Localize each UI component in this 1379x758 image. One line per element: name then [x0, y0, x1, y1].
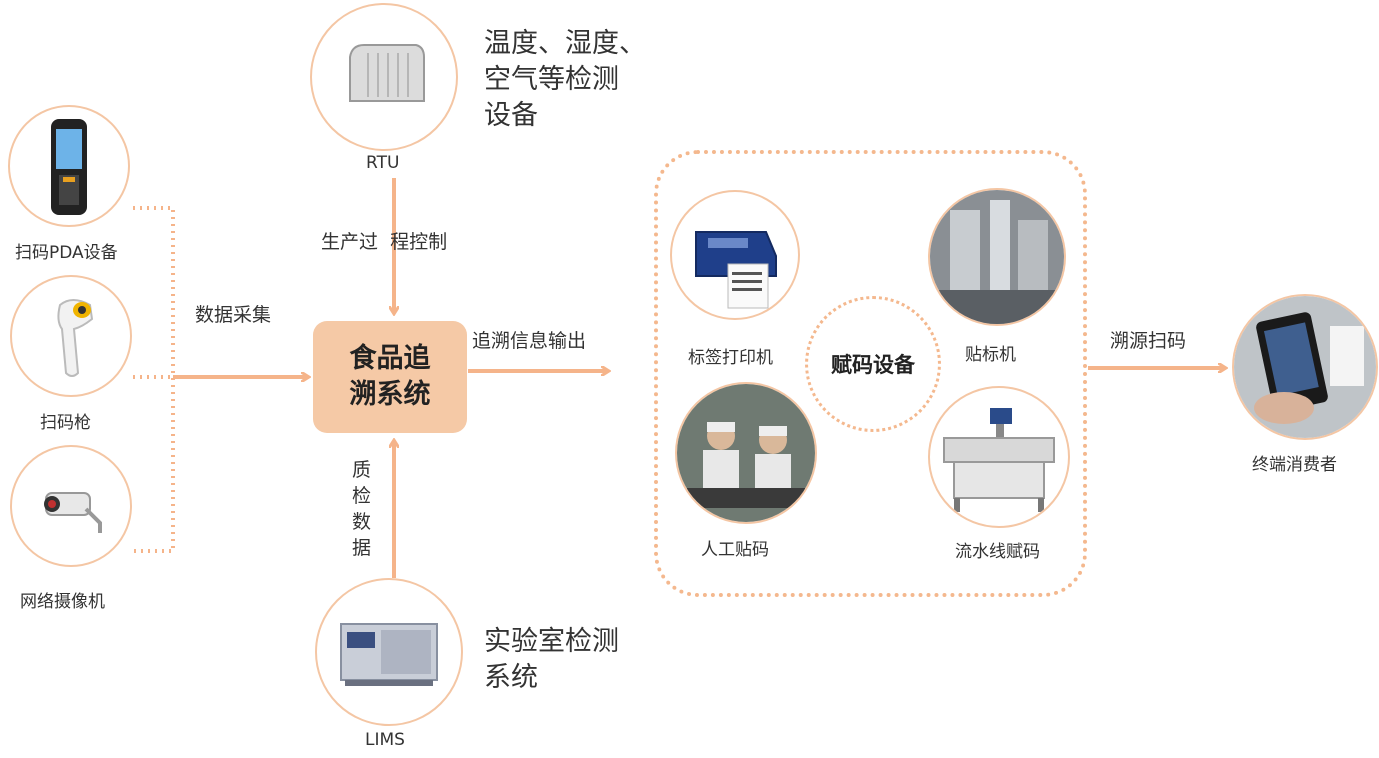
lims-label: LIMS	[365, 730, 405, 750]
qc-data-char: 质	[352, 459, 372, 481]
scanner-label: 扫码枪	[40, 413, 91, 433]
coding-equipment-label: 赋码设备	[831, 353, 915, 377]
qc-data-char: 数	[352, 511, 372, 533]
rtu-description-line: 空气等检测	[484, 64, 619, 95]
label-printer-icon	[695, 231, 777, 309]
collect-label: 数据采集	[195, 304, 272, 326]
manual-labeling-label: 人工贴码	[701, 540, 769, 560]
coding-equipment-center: 赋码设备	[805, 296, 941, 432]
labeler-label: 贴标机	[965, 345, 1016, 365]
manual-workers-icon	[677, 384, 815, 522]
smartphone-scan-icon	[1234, 296, 1376, 438]
qc-data-char: 据	[352, 537, 372, 559]
scanner-node	[10, 275, 132, 397]
rtu-device-icon	[349, 44, 425, 102]
pda-label: 扫码PDA设备	[15, 243, 118, 263]
lab-instrument-icon	[340, 623, 438, 686]
process-control-label: 生产过 程控制	[321, 231, 448, 253]
rtu-label: RTU	[366, 153, 400, 173]
output-label: 追溯信息输出	[472, 330, 587, 352]
lims-description-line: 实验室检测	[484, 626, 619, 657]
qc-data-label: 质 检 数 据	[352, 457, 374, 561]
pda-connector	[133, 206, 175, 553]
pipeline-coding-machine-icon	[943, 408, 1055, 512]
consumer-label: 终端消费者	[1252, 455, 1337, 475]
center-title-line: 食品追	[349, 343, 431, 374]
rtu-description-line: 设备	[484, 100, 538, 131]
rtu-description-line: 温度、湿度、	[484, 28, 646, 59]
labeling-machine-icon	[930, 190, 1064, 324]
camera-label: 网络摄像机	[20, 592, 105, 612]
trace-scan-label: 溯源扫码	[1110, 330, 1187, 352]
rtu-node	[310, 3, 458, 151]
consumer-node	[1232, 294, 1378, 440]
label-printer-label: 标签打印机	[688, 348, 773, 368]
food-traceability-system: 食品追 溯系统	[313, 321, 467, 433]
pda-node	[8, 105, 130, 227]
network-camera-icon	[44, 492, 102, 533]
pipeline-label: 流水线赋码	[955, 542, 1040, 562]
lims-description: 实验室检测 系统	[484, 624, 619, 696]
lims-node	[315, 578, 463, 726]
rtu-description: 温度、湿度、 空气等检测 设备	[484, 26, 646, 134]
pipeline-node	[928, 386, 1070, 528]
qc-data-char: 检	[352, 485, 372, 507]
label-printer-node	[670, 190, 800, 320]
center-title-line: 溯系统	[349, 379, 431, 410]
labeler-node	[928, 188, 1066, 326]
barcode-scanner-icon	[57, 299, 94, 377]
lims-description-line: 系统	[484, 662, 538, 693]
camera-node	[10, 445, 132, 567]
pda-device-icon	[51, 119, 87, 215]
coding-equipment-group	[654, 150, 1087, 597]
manual-labeling-node	[675, 382, 817, 524]
